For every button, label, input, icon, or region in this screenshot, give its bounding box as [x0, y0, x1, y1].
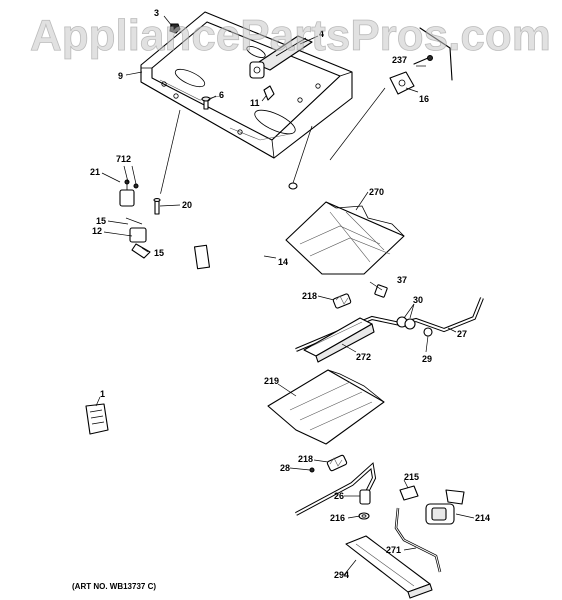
callout-26: 26 [334, 491, 344, 501]
upper-heat-shield-part [285, 201, 405, 275]
lower-rail-part [345, 535, 433, 599]
callout-237: 237 [392, 55, 407, 65]
callout-294: 294 [334, 570, 349, 580]
valve-assembly-part [249, 35, 313, 79]
nut-part [169, 23, 181, 34]
callout-numbers: 3 4 9 237 16 6 11 712 21 20 270 15 12 15… [90, 8, 490, 580]
callout-270: 270 [369, 187, 384, 197]
watermark-logo: AppliancePartsPros.com [30, 11, 551, 60]
callout-37: 37 [397, 275, 407, 285]
manifold-pipe-part [121, 182, 298, 270]
burner-rail-part [303, 317, 375, 363]
callout-214: 214 [475, 513, 490, 523]
callout-9: 9 [118, 71, 123, 81]
callout-15a: 15 [96, 216, 106, 226]
callout-29: 29 [422, 354, 432, 364]
callout-20: 20 [182, 200, 192, 210]
middle-burner-part [295, 284, 484, 352]
burner-box-part [140, 11, 353, 159]
callout-11: 11 [250, 98, 260, 108]
art-number-label: (ART NO. WB13737 C) [72, 582, 156, 591]
clip-part [263, 85, 275, 101]
callout-6: 6 [219, 90, 224, 100]
callout-218a: 218 [302, 291, 317, 301]
callout-leaders [95, 15, 475, 576]
callout-14: 14 [278, 257, 288, 267]
igniter-assembly-part [394, 485, 465, 573]
callout-1: 1 [100, 389, 105, 399]
callout-712: 712 [116, 154, 131, 164]
callout-215: 215 [404, 472, 419, 482]
callout-12: 12 [92, 226, 102, 236]
callout-219: 219 [264, 376, 279, 386]
valve-fittings-part [119, 179, 161, 259]
literature-part [85, 403, 109, 435]
callout-21: 21 [90, 167, 100, 177]
callout-30: 30 [413, 295, 423, 305]
callout-28: 28 [280, 463, 290, 473]
callout-16: 16 [419, 94, 429, 104]
callout-3: 3 [154, 8, 159, 18]
callout-272: 272 [356, 352, 371, 362]
lower-burner-part [295, 454, 377, 520]
callout-218b: 218 [298, 454, 313, 464]
callout-271: 271 [386, 545, 401, 555]
callout-216: 216 [330, 513, 345, 523]
lower-heat-shield-part [267, 369, 385, 445]
callout-27: 27 [457, 329, 467, 339]
callout-4: 4 [319, 29, 324, 39]
callout-15b: 15 [154, 248, 164, 258]
orifice-bracket-part [389, 27, 453, 95]
